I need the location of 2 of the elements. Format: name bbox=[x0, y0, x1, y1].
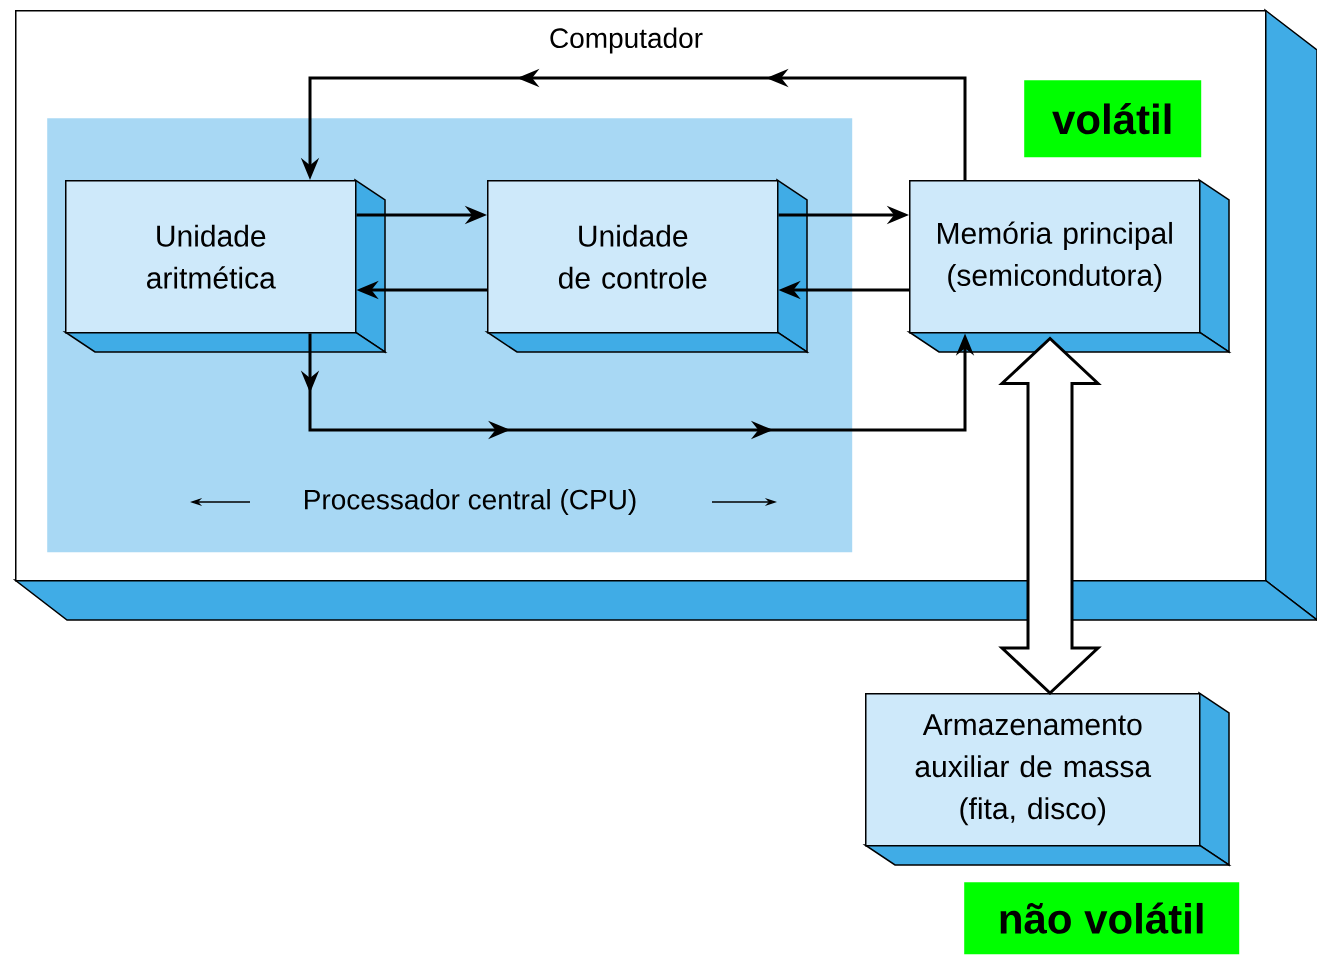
status-label: volátil bbox=[1024, 80, 1202, 158]
status-label: não volátil bbox=[964, 882, 1240, 955]
